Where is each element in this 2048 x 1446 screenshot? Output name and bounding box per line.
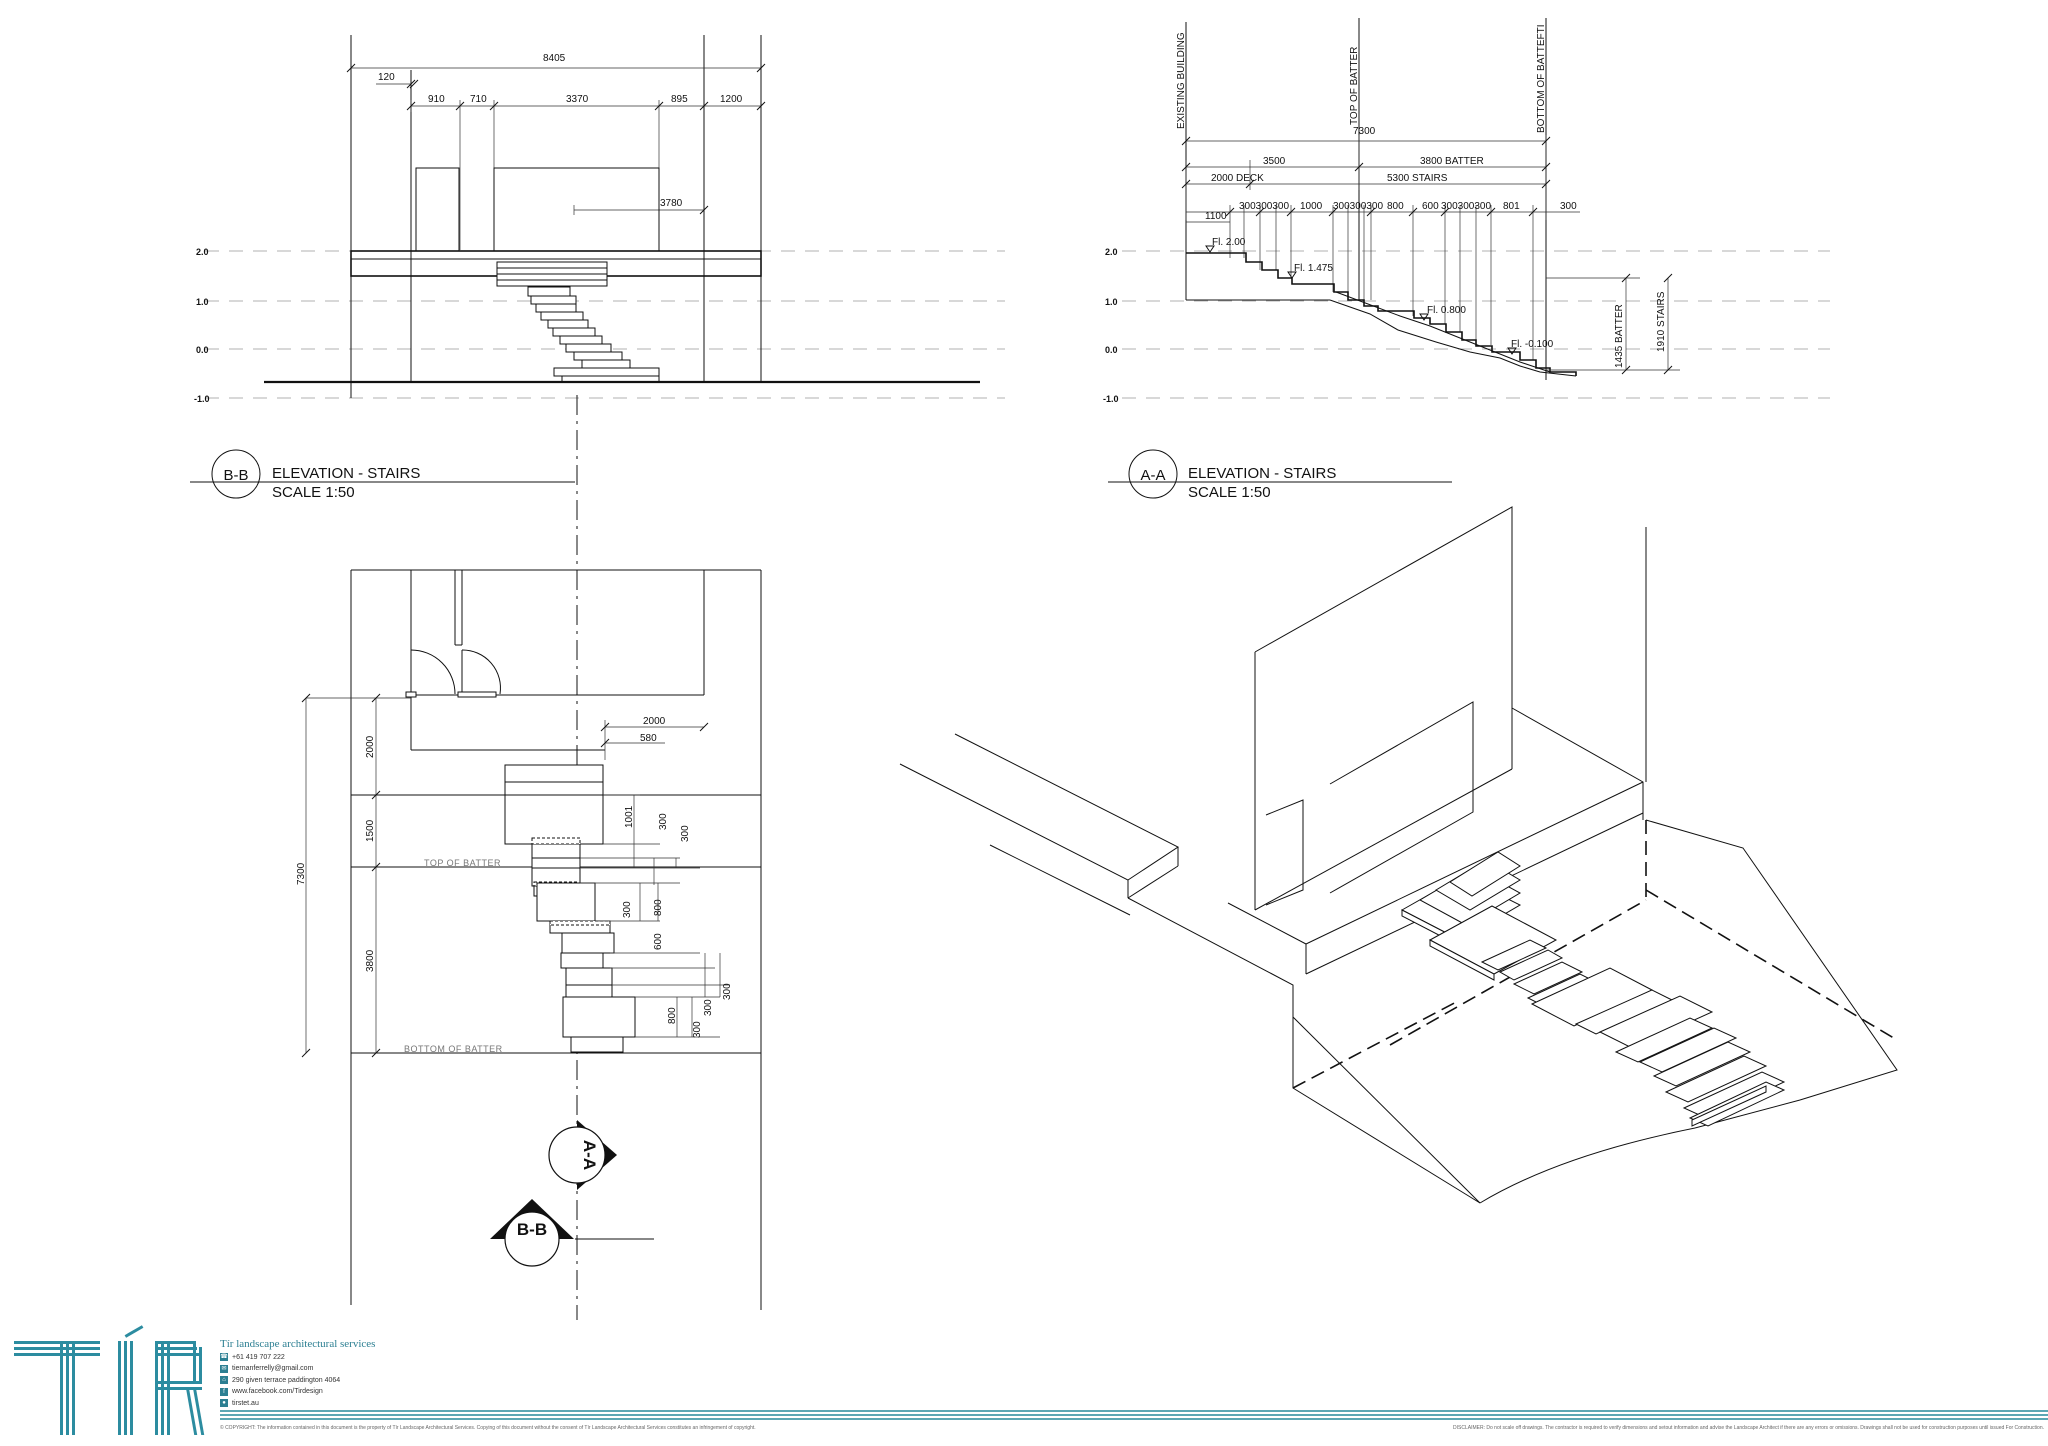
web-icon: ● bbox=[220, 1399, 228, 1408]
company-contact-block: Tír landscape architectural services ☎ +6… bbox=[220, 1338, 520, 1410]
aa-label-top-batter: TOP OF BATTER bbox=[1349, 47, 1360, 125]
bb-dim-120: 120 bbox=[378, 72, 395, 83]
phone-icon: ☎ bbox=[220, 1353, 228, 1362]
aa-dim-3500: 3500 bbox=[1263, 156, 1286, 167]
plan-dim-800-c: 800 bbox=[653, 899, 664, 916]
contact-row-phone: ☎ +61 419 707 222 bbox=[220, 1352, 520, 1364]
title-block-footer bbox=[0, 1325, 2048, 1446]
section-marker-aa-label: A-A bbox=[580, 1140, 599, 1170]
bb-dim-overall: 8405 bbox=[543, 53, 566, 64]
elevation-bb bbox=[264, 35, 980, 398]
plan-dim-300-g: 300 bbox=[703, 999, 714, 1016]
contact-row-web: ● tirstet.au bbox=[220, 1398, 520, 1410]
aa-dim-600: 600 bbox=[1422, 201, 1439, 212]
aa-dim-1100: 1100 bbox=[1205, 211, 1227, 222]
footer-stripes bbox=[220, 1410, 2048, 1424]
bb-dim-3370: 3370 bbox=[566, 94, 589, 105]
contact-phone: +61 419 707 222 bbox=[232, 1353, 285, 1361]
plan-note-top-of-batter: TOP OF BATTER bbox=[424, 858, 501, 868]
aa-dim-300b: 300300300 bbox=[1333, 201, 1383, 212]
aa-dim-300c: 300300300 bbox=[1441, 201, 1491, 212]
aa-dim-300: 300 bbox=[1560, 201, 1577, 212]
level-label-bb-0: 0.0 bbox=[196, 345, 209, 355]
plan-dim-300-b: 300 bbox=[680, 825, 691, 842]
aa-dim-batter: 3800 BATTER bbox=[1420, 156, 1484, 167]
contact-web: tirstet.au bbox=[232, 1399, 259, 1407]
section-marker-aa bbox=[548, 1120, 617, 1190]
contact-row-email: ✉ tiernanferrelly@gmail.com bbox=[220, 1363, 520, 1375]
aa-dim-deck: 2000 DECK bbox=[1211, 173, 1264, 184]
bb-bubble-label: B-B bbox=[223, 467, 248, 484]
contact-email: tiernanferrelly@gmail.com bbox=[232, 1365, 314, 1372]
aa-dim-batter-vertical: 1435 BATTER bbox=[1614, 304, 1625, 368]
plan-dim-580: 580 bbox=[640, 733, 657, 744]
bb-dim-1200: 1200 bbox=[720, 94, 743, 105]
plan-dim-800-e: 800 bbox=[667, 1007, 678, 1024]
bb-scale: SCALE 1:50 bbox=[272, 484, 355, 501]
plan-dim-1001: 1001 bbox=[624, 805, 635, 828]
aa-dim-stairs: 5300 STAIRS bbox=[1387, 173, 1448, 184]
contact-row-address: ⌂ 290 given terrace paddington 4064 bbox=[220, 1375, 520, 1387]
aa-dim-1000: 1000 bbox=[1300, 201, 1323, 212]
aa-label-existing-building: EXISTING BUILDING bbox=[1176, 32, 1187, 129]
bb-dim-3780: 3780 bbox=[660, 198, 683, 209]
section-marker-bb-label: B-B bbox=[517, 1220, 547, 1239]
level-label-bb-1: 1.0 bbox=[196, 297, 209, 307]
location-icon: ⌂ bbox=[220, 1376, 228, 1385]
aa-label-bottom-batter: BOTTOM OF BATTEFTI bbox=[1536, 24, 1547, 133]
level-label-aa-0: 0.0 bbox=[1105, 345, 1118, 355]
plan-dim-600: 600 bbox=[653, 933, 664, 950]
contact-facebook: www.facebook.com/Tirdesign bbox=[232, 1388, 323, 1395]
email-icon: ✉ bbox=[220, 1364, 228, 1373]
aa-dim-800: 800 bbox=[1387, 201, 1404, 212]
aa-title: ELEVATION - STAIRS bbox=[1188, 465, 1336, 482]
level-lines bbox=[205, 250, 1830, 399]
aa-floor-level-1: Fl. 2.00 bbox=[1212, 237, 1246, 248]
plan-dim-7300: 7300 bbox=[296, 862, 307, 885]
aa-floor-level-3: Fl. 0.800 bbox=[1427, 305, 1466, 316]
copyright-notice: © COPYRIGHT: The information contained i… bbox=[220, 1425, 756, 1431]
plan-view bbox=[301, 569, 762, 1310]
bb-dim-895: 895 bbox=[671, 94, 688, 105]
aa-scale: SCALE 1:50 bbox=[1188, 484, 1271, 501]
disclaimer-notice: DISCLAIMER: Do not scale off drawings. T… bbox=[1453, 1425, 2044, 1431]
aa-dim-300a: 300300300 bbox=[1239, 201, 1289, 212]
plan-dim-2000-vertical: 2000 bbox=[365, 735, 376, 758]
plan-dim-1500: 1500 bbox=[365, 819, 376, 842]
bb-dim-710: 710 bbox=[470, 94, 487, 105]
aa-floor-level-2: Fl. 1.475 bbox=[1294, 263, 1333, 274]
isometric-view bbox=[899, 506, 1898, 1204]
plan-dim-2000-horizontal: 2000 bbox=[643, 716, 666, 727]
aa-dim-overall: 7300 bbox=[1353, 126, 1376, 137]
plan-dim-300-c: 300 bbox=[622, 901, 633, 918]
elevation-aa bbox=[1181, 18, 1680, 380]
level-label-aa-1: 1.0 bbox=[1105, 297, 1118, 307]
section-marker-bb bbox=[490, 1199, 654, 1267]
level-label-aa-m1: -1.0 bbox=[1103, 394, 1119, 404]
level-label-bb-m1: -1.0 bbox=[194, 394, 210, 404]
bb-title-block bbox=[190, 449, 575, 499]
plan-dim-3800: 3800 bbox=[365, 949, 376, 972]
aa-floor-level-4: Fl. -0.100 bbox=[1511, 339, 1554, 350]
level-label-bb-2: 2.0 bbox=[196, 247, 209, 257]
plan-dim-300-a: 300 bbox=[658, 813, 669, 830]
facebook-icon: f bbox=[220, 1387, 228, 1396]
aa-title-block bbox=[1108, 449, 1452, 499]
company-name: Tír landscape architectural services bbox=[220, 1338, 376, 1350]
plan-note-bottom-of-batter: BOTTOM OF BATTER bbox=[404, 1044, 503, 1054]
contact-row-facebook: f www.facebook.com/Tirdesign bbox=[220, 1386, 520, 1398]
plan-dim-300-h: 300 bbox=[722, 983, 733, 1000]
plan-dim-300-f: 300 bbox=[692, 1021, 703, 1038]
bb-dim-910: 910 bbox=[428, 94, 445, 105]
aa-dim-801: 801 bbox=[1503, 201, 1520, 212]
bb-title: ELEVATION - STAIRS bbox=[272, 465, 420, 482]
level-label-aa-2: 2.0 bbox=[1105, 247, 1118, 257]
aa-bubble-label: A-A bbox=[1140, 467, 1165, 484]
contact-address: 290 given terrace paddington 4064 bbox=[232, 1376, 341, 1384]
aa-dim-stairs-vertical: 1910 STAIRS bbox=[1656, 291, 1667, 352]
